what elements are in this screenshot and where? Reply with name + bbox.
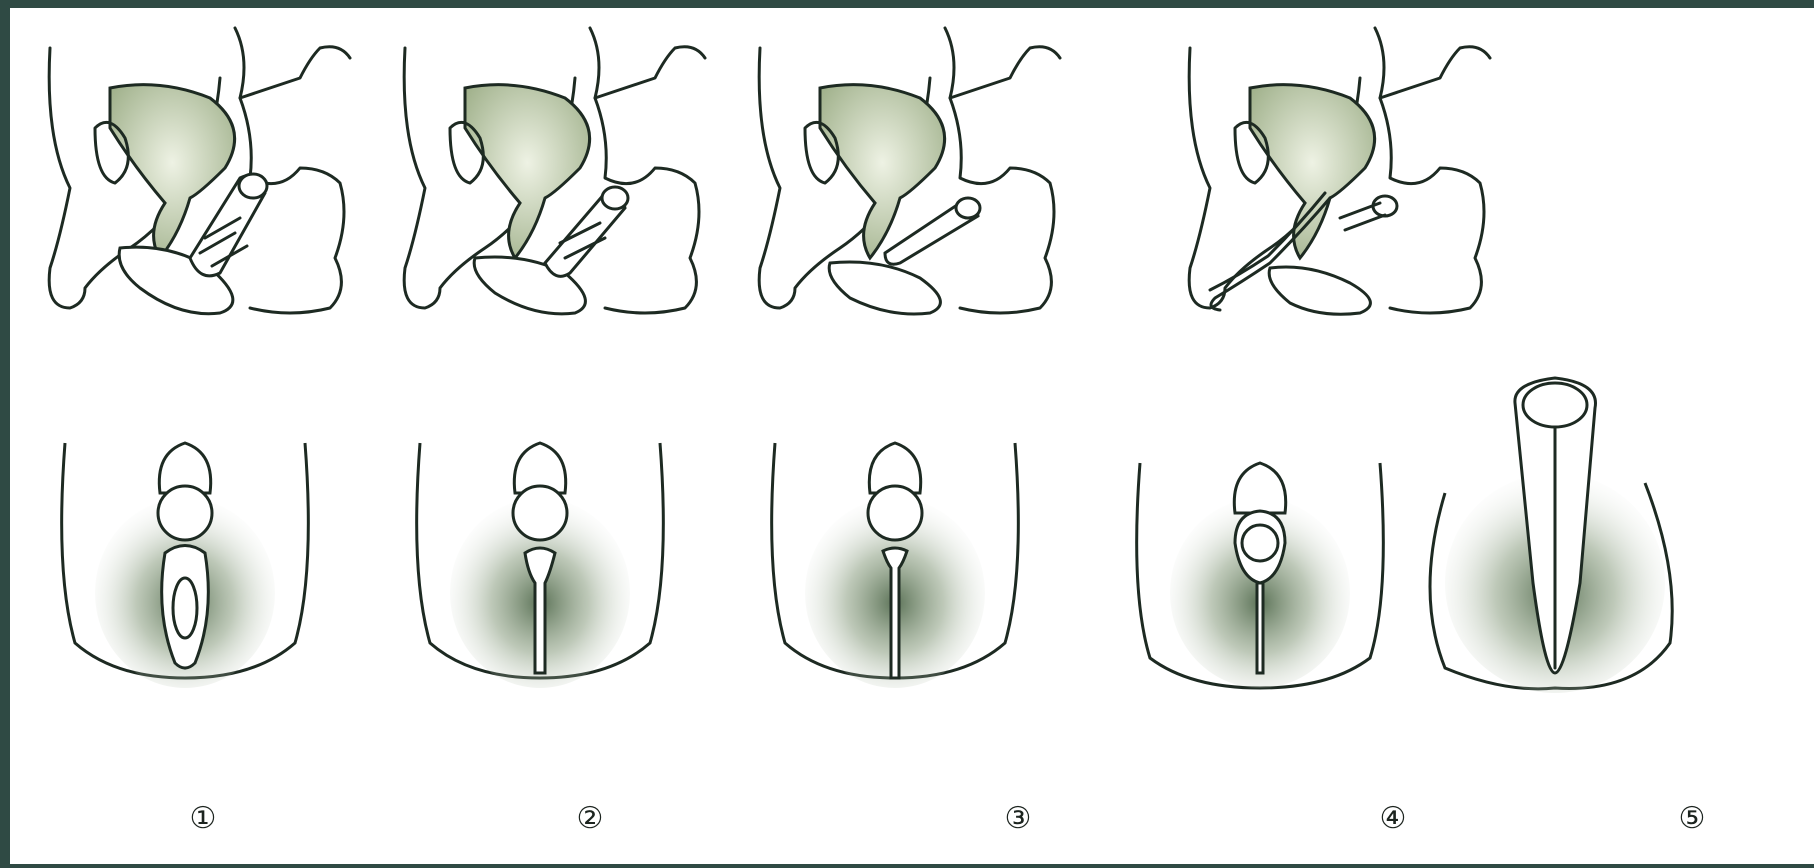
external-view-5 — [1430, 378, 1672, 693]
external-view-2 — [417, 443, 664, 688]
sagittal-view-2 — [404, 28, 705, 314]
external-view-3 — [772, 443, 1019, 688]
stage-label-3: ③ — [1005, 801, 1032, 836]
sagittal-view-3 — [759, 28, 1060, 314]
stage-label-4: ④ — [1380, 801, 1407, 836]
stage-label-2: ② — [577, 801, 604, 836]
external-view-4 — [1137, 463, 1384, 688]
stage-label-1: ① — [190, 801, 217, 836]
stage-label-5: ⑤ — [1679, 801, 1706, 836]
external-view-1 — [62, 443, 309, 688]
genital-development-stages-figure: ① ② ③ ④ ⑤ — [10, 8, 1814, 864]
sagittal-view-1 — [49, 28, 350, 314]
sagittal-view-4 — [1189, 28, 1490, 314]
figure-frame: ① ② ③ ④ ⑤ — [10, 8, 1814, 864]
